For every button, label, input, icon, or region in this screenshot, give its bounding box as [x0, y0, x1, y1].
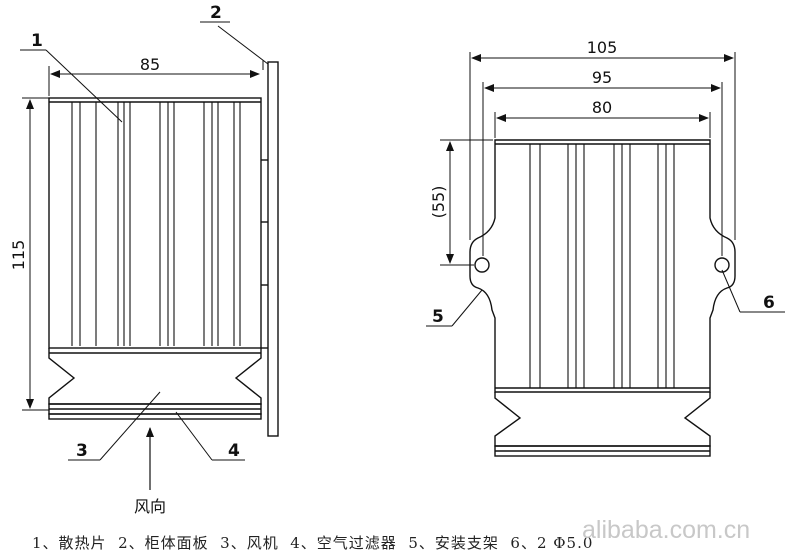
callout-6: 6 [763, 293, 775, 313]
dim-80-label: 80 [592, 98, 612, 117]
watermark-text: alibaba.com.cn [582, 516, 750, 544]
heat-sink-fins-front [529, 144, 675, 388]
callout-5: 5 [432, 307, 444, 327]
dim-115-label: 115 [9, 240, 28, 271]
fan-housing-front [494, 392, 711, 447]
dim-105-label: 105 [587, 38, 618, 57]
panel-mounts [261, 159, 268, 349]
cabinet-panel [267, 61, 279, 437]
dimension-lines-right [440, 52, 736, 266]
right-view [426, 52, 785, 457]
dim-85-label: 85 [140, 55, 160, 74]
left-view [20, 21, 279, 490]
dim-95-label: 95 [592, 68, 612, 87]
callout-2: 2 [210, 3, 222, 23]
callout-1: 1 [31, 31, 43, 51]
mounting-holes [474, 257, 730, 273]
dimension-85 [48, 60, 264, 96]
heat-sink-fins [71, 102, 241, 346]
dim-55-label: (55) [429, 186, 448, 219]
leader-lines-right [426, 269, 785, 327]
dimension-115 [22, 97, 49, 411]
airflow-label: 风向 [134, 497, 166, 516]
legend-text: 1、散热片 2、柜体面板 3、风机 4、空气过滤器 5、安装支架 6、2 Φ5.… [32, 534, 593, 552]
heat-sink-body-front [469, 139, 736, 393]
callout-3: 3 [76, 441, 88, 461]
callout-4: 4 [228, 441, 240, 461]
leader-lines-left [20, 21, 269, 461]
fan-housing [48, 348, 262, 405]
heat-sink-body [48, 97, 262, 349]
